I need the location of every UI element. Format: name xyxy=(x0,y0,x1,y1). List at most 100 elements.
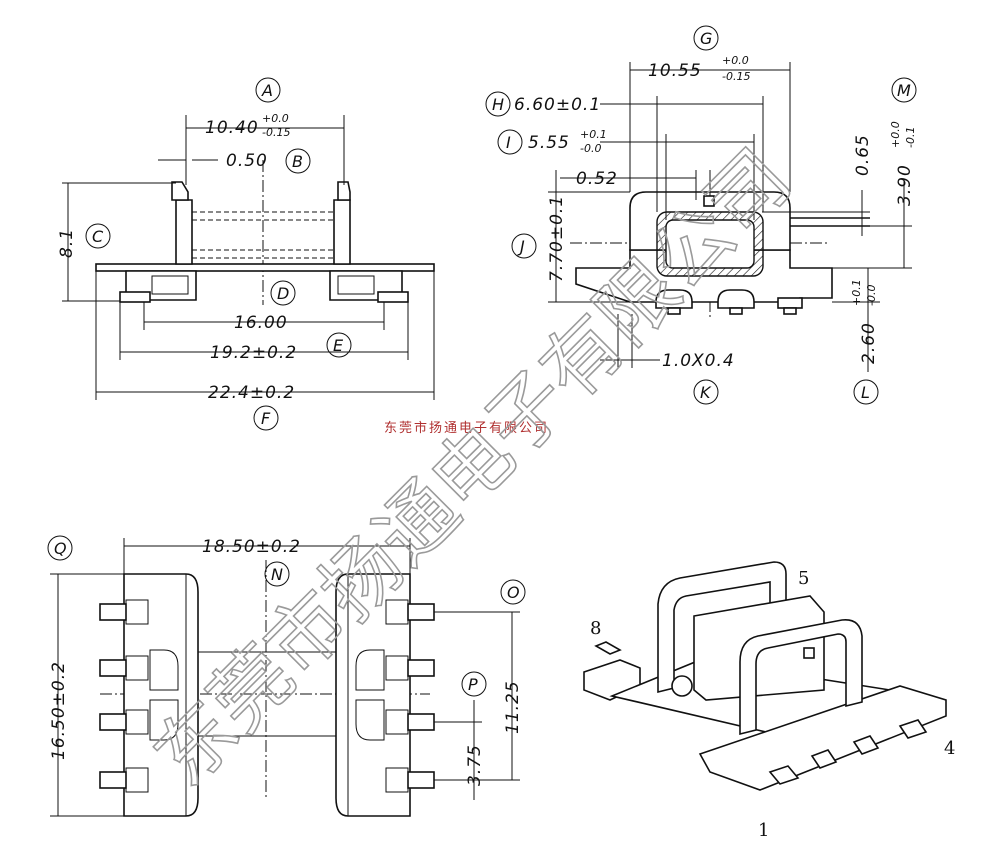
dim-l-value: 2.60 xyxy=(859,322,879,364)
balloon-g-label: G xyxy=(700,29,712,48)
dim-m-tol-upper: +0.0 xyxy=(889,121,902,148)
bottom-right-pin-2 xyxy=(407,659,435,677)
balloon-c xyxy=(85,223,111,249)
iso-back-flange xyxy=(657,561,787,694)
dim-a-tol-lower: -0.15 xyxy=(262,126,290,139)
front-right-flange-top xyxy=(337,181,351,201)
dim-h-value: 6.60±0.1 xyxy=(514,95,601,115)
dim-065-value: 0.65 xyxy=(853,134,873,176)
balloon-p-label: P xyxy=(468,675,478,694)
side-view: 10.55 +0.0 -0.15 G H 6.60±0.1 I 5.55 +0.… xyxy=(485,25,917,405)
side-tube-window xyxy=(665,219,755,269)
balloon-f xyxy=(253,405,279,431)
balloon-n xyxy=(264,561,290,587)
bottom-left-pad-1 xyxy=(125,599,149,625)
bottom-right-pin-3 xyxy=(407,713,435,731)
bottom-left-pin-3 xyxy=(99,713,127,731)
iso-bump xyxy=(671,675,693,697)
front-left-pin xyxy=(119,291,151,303)
bottom-left-pin-1 xyxy=(99,603,127,621)
balloon-f-label: F xyxy=(261,409,271,428)
balloon-l xyxy=(853,379,879,405)
dim-q-value: 16.50±0.2 xyxy=(49,661,69,760)
balloon-b xyxy=(285,148,311,174)
balloon-j-label: J xyxy=(517,237,525,256)
side-pin-3-tip xyxy=(783,307,797,315)
iso-pin-4 xyxy=(898,719,928,739)
balloon-e xyxy=(326,332,352,358)
balloon-i-label: I xyxy=(506,133,511,152)
front-right-pocket xyxy=(337,275,375,295)
bottom-right-pin-1 xyxy=(407,603,435,621)
watermark-small: 东莞市扬通电子有限公司 xyxy=(384,420,549,436)
dim-i-value: 5.55 xyxy=(528,133,570,153)
iso-view: 8 5 4 1 xyxy=(583,561,955,841)
side-pin-1-tip xyxy=(667,307,681,315)
front-left-flange-top xyxy=(171,181,189,201)
dim-g-value: 10.55 xyxy=(648,61,702,81)
balloon-b-label: B xyxy=(292,152,303,171)
iso-pin-label-1: 1 xyxy=(758,820,769,841)
dim-m-tol-lower: -0.1 xyxy=(904,127,917,148)
front-base-plate xyxy=(95,263,435,272)
balloon-m-label: M xyxy=(897,81,911,100)
balloon-n-label: N xyxy=(271,565,283,584)
balloon-g xyxy=(693,25,719,51)
side-pin-1 xyxy=(655,289,693,309)
dim-g-tol-lower: -0.15 xyxy=(722,70,750,83)
bottom-left-pin-4 xyxy=(99,771,127,789)
bottom-right-pocket-2 xyxy=(355,699,385,741)
dim-c-value: 8.1 xyxy=(57,228,77,258)
bottom-left-pocket-2 xyxy=(149,699,179,741)
dim-d-value: 16.00 xyxy=(234,313,288,333)
balloon-i xyxy=(497,129,523,155)
balloon-j xyxy=(511,233,537,259)
balloon-a-label: A xyxy=(261,81,273,100)
bottom-right-pocket-1 xyxy=(355,649,385,691)
bottom-left-pin-2 xyxy=(99,659,127,677)
dim-l-tol-lower: -0.0 xyxy=(865,285,878,306)
balloon-m xyxy=(891,77,917,103)
front-view: 10.40 +0.0 -0.15 A 0.50 B 8.1 C 16.00 D … xyxy=(57,77,435,431)
dim-a-value: 10.40 xyxy=(205,118,259,138)
front-right-pin xyxy=(377,291,409,303)
iso-pin-3 xyxy=(852,735,880,755)
dim-p-value: 3.75 xyxy=(465,744,485,786)
balloon-d-label: D xyxy=(277,284,289,303)
balloon-k-label: K xyxy=(700,383,712,402)
bottom-right-pad-3 xyxy=(385,709,409,735)
bottom-right-pin-4 xyxy=(407,771,435,789)
dim-m-value: 3.90 xyxy=(895,164,915,206)
dim-i-tol-lower: -0.0 xyxy=(580,142,601,155)
iso-nub xyxy=(803,647,815,659)
dim-b-value: 0.50 xyxy=(226,151,268,171)
balloon-e-label: E xyxy=(333,336,344,355)
bottom-right-pad-2 xyxy=(385,655,409,681)
dim-n-value: 18.50±0.2 xyxy=(202,537,301,557)
balloon-h-label: H xyxy=(492,95,504,114)
front-right-flange xyxy=(333,199,351,265)
iso-pin-label-4: 4 xyxy=(944,738,955,759)
bottom-left-pad-4 xyxy=(125,767,149,793)
balloon-k xyxy=(693,379,719,405)
side-pin-3 xyxy=(777,297,803,309)
dim-g-tol-upper: +0.0 xyxy=(722,54,749,67)
iso-front-flange xyxy=(739,619,863,736)
dim-f-value: 22.4±0.2 xyxy=(208,383,295,403)
dim-l-tol-upper: +0.1 xyxy=(850,279,863,306)
iso-pin-1 xyxy=(768,765,800,785)
dim-o-value: 11.25 xyxy=(503,680,523,734)
dim-a-tol-upper: +0.0 xyxy=(262,112,289,125)
balloon-p xyxy=(461,671,487,697)
bottom-left-pocket-1 xyxy=(149,649,179,691)
iso-pin-8 xyxy=(594,641,622,655)
bottom-left-pad-3 xyxy=(125,709,149,735)
bottom-left-pad-2 xyxy=(125,655,149,681)
dim-j-value: 7.70±0.1 xyxy=(547,195,567,282)
bottom-view: 18.50±0.2 N 16.50±0.2 Q 11.25 O 3.75 P xyxy=(47,535,526,817)
side-nub xyxy=(703,195,715,207)
front-left-pocket xyxy=(151,275,189,295)
side-pin-2-tip xyxy=(729,307,743,315)
balloon-o xyxy=(500,579,526,605)
dim-052-value: 0.52 xyxy=(576,169,618,189)
